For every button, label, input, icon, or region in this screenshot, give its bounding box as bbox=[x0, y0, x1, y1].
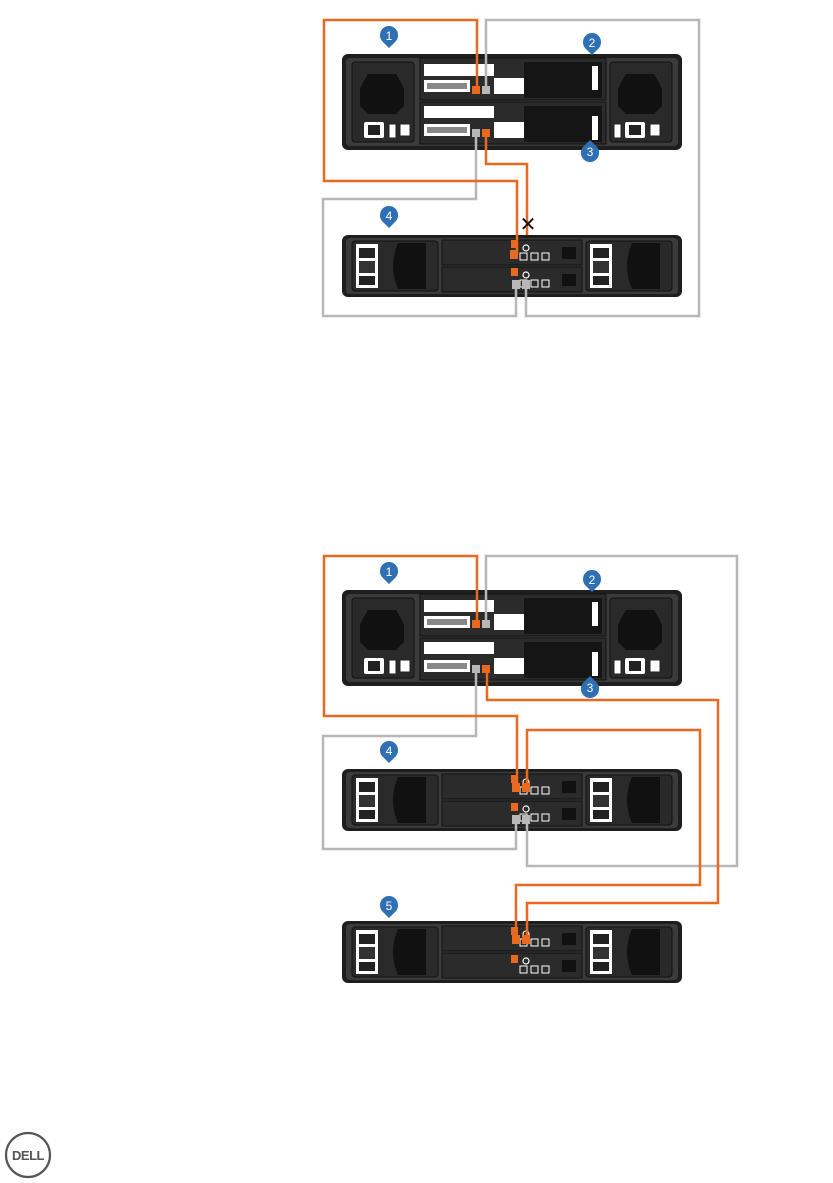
disconnect-mark: ✕ bbox=[520, 212, 537, 236]
svg-text:3: 3 bbox=[587, 145, 594, 159]
storage-array-top bbox=[342, 54, 682, 150]
storage-array-bottom bbox=[342, 590, 682, 686]
callout-1: 1 bbox=[380, 26, 398, 48]
callout-4: 4 bbox=[380, 741, 398, 763]
callout-4: 4 bbox=[380, 206, 398, 228]
figure-bottom: 1 2 3 4 5 bbox=[323, 556, 737, 983]
callout-2: 2 bbox=[583, 570, 601, 592]
svg-text:2: 2 bbox=[589, 36, 596, 50]
svg-text:1: 1 bbox=[386, 565, 393, 579]
figure-top: ✕ 1 2 3 4 bbox=[323, 20, 699, 316]
svg-text:3: 3 bbox=[587, 681, 594, 695]
callout-5: 5 bbox=[380, 896, 398, 918]
svg-text:4: 4 bbox=[386, 744, 393, 758]
svg-text:DELL: DELL bbox=[12, 1148, 45, 1163]
svg-text:2: 2 bbox=[589, 573, 596, 587]
svg-text:4: 4 bbox=[386, 209, 393, 223]
dell-logo: DELL bbox=[6, 1133, 50, 1177]
svg-text:5: 5 bbox=[386, 899, 393, 913]
callout-1: 1 bbox=[380, 562, 398, 584]
callout-2: 2 bbox=[583, 33, 601, 55]
svg-text:1: 1 bbox=[386, 29, 393, 43]
sas-cable-orange bbox=[516, 730, 700, 938]
